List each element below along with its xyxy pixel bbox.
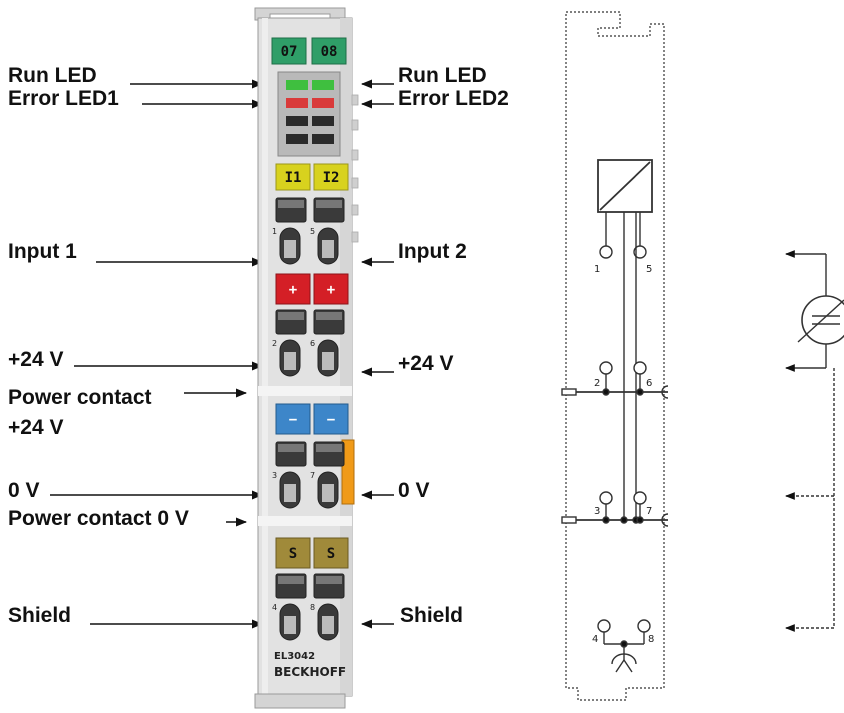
svg-text:6: 6: [646, 378, 652, 389]
schematic: [561, 11, 669, 701]
channel-label-08: [311, 37, 347, 65]
svg-text:8: 8: [310, 603, 315, 612]
schem-pin-8: [637, 619, 651, 633]
run-led-2: [312, 80, 334, 90]
svg-text:3: 3: [272, 471, 277, 480]
terminal-row-2: 2 6: [272, 309, 345, 377]
terminal-row-1: 1 5: [272, 197, 345, 265]
label-plus24-left: +24 V: [8, 348, 63, 371]
input-label-i1-text: I1: [285, 170, 302, 186]
label-power-contact-24-line1: Power contact: [8, 386, 152, 409]
shield-label-left-text: S: [289, 546, 297, 562]
bottom-latch: [254, 693, 346, 709]
minus-label-right: [313, 403, 349, 435]
input-label-i2-text: I2: [323, 170, 340, 186]
callout-arrows: [50, 79, 394, 629]
label-run-led-left: Run LED: [8, 64, 97, 87]
plus-label-right: [313, 273, 349, 305]
plus-label-left-text: +: [289, 282, 297, 298]
label-plus24-right: +24 V: [398, 352, 453, 375]
label-input-2: Input 2: [398, 240, 467, 263]
minus-label-left: [275, 403, 311, 435]
minus-label-right-text: −: [327, 412, 335, 428]
schem-pin-3: [599, 491, 613, 505]
led-off-4: [312, 134, 334, 144]
label-run-led-right: Run LED: [398, 64, 487, 87]
input-label-i1: [275, 163, 311, 191]
schem-pin-6: [633, 361, 647, 375]
svg-text:7: 7: [646, 506, 652, 517]
sensor-circle: [801, 295, 844, 345]
converter-box: [597, 159, 653, 213]
sensor-symbol: [785, 250, 844, 632]
label-error-led2: Error LED2: [398, 87, 509, 110]
input-label-i2: [313, 163, 349, 191]
terminal-row-3: 3 7: [272, 441, 345, 509]
plus-label-right-text: +: [327, 282, 335, 298]
svg-text:8: 8: [648, 634, 654, 645]
svg-text:5: 5: [646, 264, 652, 275]
svg-text:1: 1: [594, 264, 600, 275]
power-contact-gap-2: [258, 516, 352, 526]
label-power-contact-0v: Power contact 0 V: [8, 507, 189, 530]
channel-label-07: [271, 37, 307, 65]
error-led-2: [312, 98, 334, 108]
run-led-1: [286, 80, 308, 90]
svg-text:4: 4: [592, 634, 598, 645]
orange-side-tab: [341, 439, 355, 505]
label-zero-v-left: 0 V: [8, 479, 40, 502]
channel-label-07-text: 07: [281, 44, 298, 60]
label-error-led1: Error LED1: [8, 87, 119, 110]
label-input-1: Input 1: [8, 240, 77, 263]
shield-label-right: [313, 537, 349, 569]
channel-label-08-text: 08: [321, 44, 338, 60]
terminal-module: 07 08 I1 I2 + + − −: [254, 7, 359, 709]
schematic-pin-numbers: 1 5 2 6 3 7 4 8: [592, 264, 654, 645]
svg-text:5: 5: [310, 227, 315, 236]
minus-label-left-text: −: [289, 412, 297, 428]
label-power-contact-24-line2: +24 V: [8, 416, 63, 439]
schematic-outline: [565, 11, 665, 701]
led-off-3: [286, 134, 308, 144]
label-shield-left: Shield: [8, 604, 71, 627]
svg-text:7: 7: [310, 471, 315, 480]
svg-text:2: 2: [272, 339, 277, 348]
schem-pin-7: [633, 491, 647, 505]
error-led-1: [286, 98, 308, 108]
side-contacts: [351, 94, 359, 243]
schem-pin-4: [597, 619, 611, 633]
svg-text:1: 1: [272, 227, 277, 236]
terminal-row-4: 4 8: [272, 573, 345, 641]
schem-pin-5: [633, 245, 647, 259]
label-shield-right: Shield: [400, 604, 463, 627]
module-brand: BECKHOFF: [274, 665, 346, 679]
power-contact-gap-1: [258, 386, 352, 396]
led-off-1: [286, 116, 308, 126]
shield-ground-icon: [611, 653, 637, 665]
shield-label-left: [275, 537, 311, 569]
housing-highlight: [262, 18, 268, 696]
svg-text:6: 6: [310, 339, 315, 348]
module-model: EL3042: [274, 651, 315, 662]
svg-text:2: 2: [594, 378, 600, 389]
schem-pin-2: [599, 361, 613, 375]
led-off-2: [312, 116, 334, 126]
shield-label-right-text: S: [327, 546, 335, 562]
svg-text:3: 3: [594, 506, 600, 517]
label-zero-v-right: 0 V: [398, 479, 430, 502]
schem-pin-1: [599, 245, 613, 259]
svg-text:4: 4: [272, 603, 277, 612]
plus-label-left: [275, 273, 311, 305]
callout-labels: Run LED Error LED1 Run LED Error LED2 In…: [8, 64, 509, 627]
